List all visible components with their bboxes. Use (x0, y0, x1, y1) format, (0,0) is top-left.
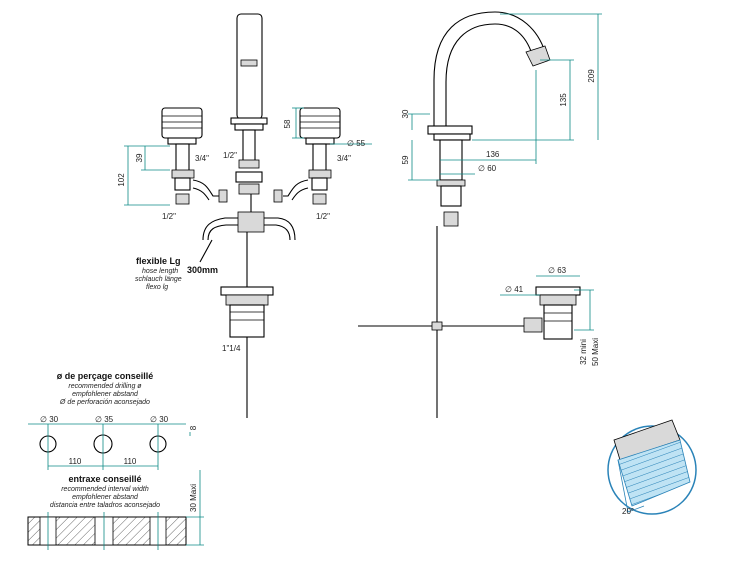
interval-title: entraxe conseillé (68, 474, 141, 484)
dim-60: ∅ 60 (478, 164, 497, 173)
thread-right: 3/4" (337, 154, 351, 163)
dim-50-maxi: 50 Maxi (591, 338, 600, 366)
dim-59: 59 (401, 155, 410, 164)
flex-length: 300mm (187, 265, 218, 275)
right-handle (299, 107, 341, 139)
dim-55: ∅ 55 (347, 139, 366, 148)
hole-center-dia: ∅ 35 (95, 415, 114, 424)
drilling-en: recommended drilling ø (68, 383, 142, 390)
drilling-section: ø de perçage conseillé recommended drill… (28, 371, 198, 470)
dim-32-mini: 32 mini (579, 339, 588, 365)
dim-63: ∅ 63 (548, 266, 567, 275)
drilling-de: empfohlener abstand (72, 391, 139, 398)
dim-30: 30 (401, 109, 410, 118)
dim-102: 102 (117, 173, 126, 187)
waste-size: 1"1/4 (222, 344, 241, 353)
gap-2: 110 (124, 457, 137, 466)
waste-detail: ∅ 63 ∅ 41 32 mini 50 Maxi (500, 266, 600, 366)
front-waste (220, 286, 274, 296)
dim-39: 39 (135, 153, 144, 162)
aerator-detail: 20° (607, 419, 697, 516)
interval-es: distancia entre taladros aconsejado (50, 502, 160, 509)
interval-de: empfohlener abstand (72, 494, 139, 501)
side-view: 30 59 136 ∅ 60 135 209 (358, 11, 602, 418)
hole-left-dia: ∅ 30 (40, 415, 59, 424)
dim-136: 136 (486, 150, 500, 159)
interval-section: entraxe conseillé recommended interval w… (27, 470, 204, 550)
flex-es: flexo lg (146, 284, 168, 291)
hole-right-dia: ∅ 30 (150, 415, 169, 424)
dim-135: 135 (559, 93, 568, 107)
spout-gooseneck (433, 11, 546, 128)
thread-right-bottom: 1/2" (316, 212, 330, 221)
dim-41: ∅ 41 (505, 285, 524, 294)
dim-209: 209 (587, 69, 596, 83)
left-handle (161, 107, 203, 139)
front-view: 102 39 58 ∅ 55 3/4" 1/2" 3/4" 1/2" 1/2" … (117, 13, 372, 418)
thread-left: 3/4" (195, 154, 209, 163)
drilling-es: Ø de perforación aconsejado (59, 399, 150, 406)
flex-en: hose length (142, 268, 178, 275)
thread-left-bottom: 1/2" (162, 212, 176, 221)
dim-30-maxi: 30 Maxi (189, 484, 198, 512)
thread-center: 1/2" (223, 151, 237, 160)
dim-8: 8 (189, 425, 198, 430)
aerator-angle: 20° (622, 507, 634, 516)
spout-body (236, 13, 263, 120)
gap-1: 110 (69, 457, 82, 466)
flex-title: flexible Lg (136, 256, 181, 266)
drilling-title: ø de perçage conseillé (57, 371, 154, 381)
interval-en: recommended interval width (61, 486, 149, 493)
flex-de: schlauch länge (135, 276, 182, 283)
dim-58: 58 (283, 119, 292, 128)
